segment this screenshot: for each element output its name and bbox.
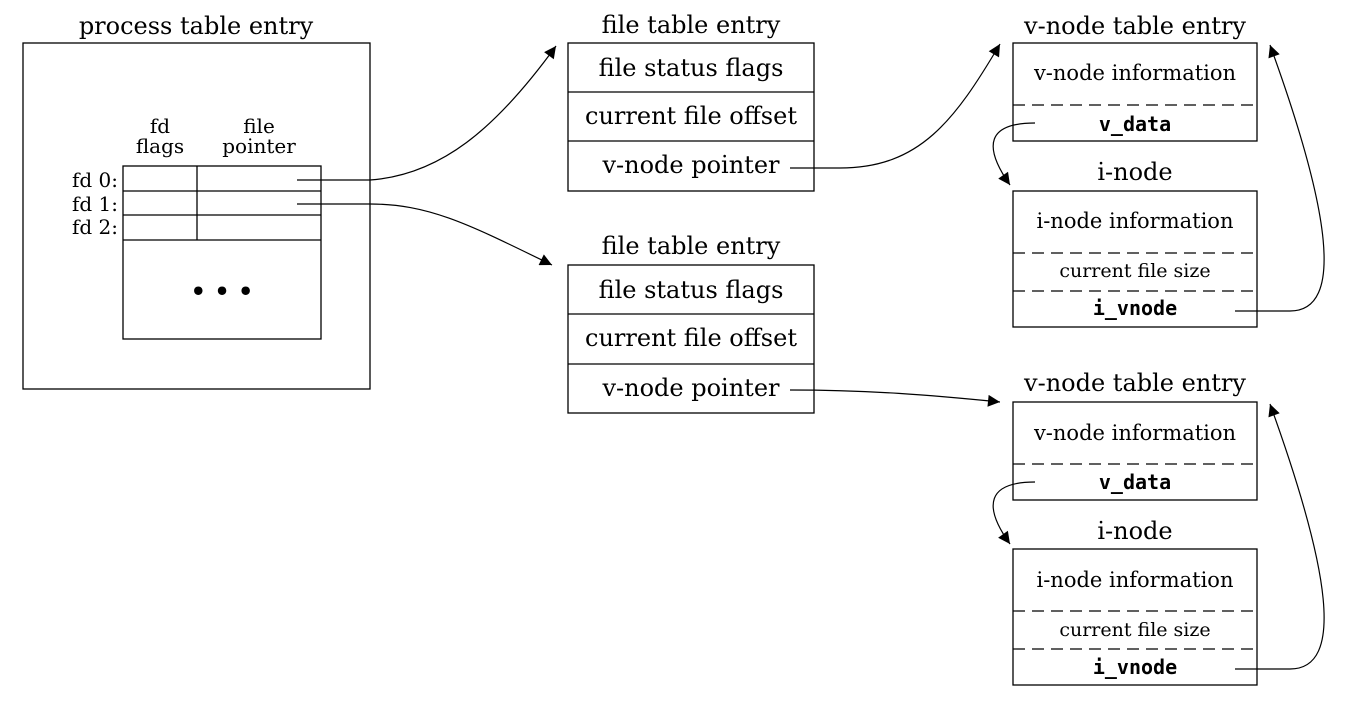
process-table-title: process table entry <box>79 12 314 40</box>
v-node-information: v-node information <box>1033 61 1236 85</box>
file-pointer-header-line1: file <box>243 114 275 138</box>
fd-flags-header-line1: fd <box>150 114 170 138</box>
i-vnode-field: i_vnode <box>1093 655 1177 679</box>
i-vnode-field: i_vnode <box>1093 296 1177 320</box>
fd-row-label: fd 2: <box>72 215 118 239</box>
i-node-box <box>1012 190 1258 328</box>
fd-row-label: fd 0: <box>72 168 118 192</box>
file-table-entry-1: file table entry file status flags curre… <box>567 11 815 192</box>
file-table-title: file table entry <box>602 11 781 39</box>
v-data-field: v_data <box>1099 470 1171 494</box>
fd-flags-header-line2: flags <box>136 134 184 158</box>
fd-table: fd 0: fd 1: fd 2: • • • <box>72 165 322 340</box>
ivnode-to-vnode-arrow <box>1235 403 1325 670</box>
i-node-information: i-node information <box>1037 209 1234 233</box>
file-pointer-header-line2: pointer <box>222 134 296 158</box>
i-node-2: i-node i-node information current file s… <box>1012 517 1258 686</box>
fd0-to-file-table-arrow <box>297 45 557 181</box>
process-table-entry: process table entry fd flags file pointe… <box>22 12 371 390</box>
fd-row-label: fd 1: <box>72 192 118 216</box>
more-entries-ellipsis: • • • <box>191 277 254 306</box>
v-node-box <box>1012 42 1258 142</box>
current-file-offset: current file offset <box>585 324 797 352</box>
file-table2-to-vnode-arrow <box>789 389 1001 407</box>
file-table1-to-vnode-arrow <box>790 43 1001 169</box>
ivnode-to-vnode-arrow <box>1235 44 1325 312</box>
i-node-title: i-node <box>1097 158 1172 186</box>
v-node-table-title: v-node table entry <box>1023 12 1246 40</box>
pointer-arrows <box>297 43 1325 670</box>
v-node-table-title: v-node table entry <box>1023 369 1246 397</box>
vdata-to-inode-arrow <box>992 122 1036 186</box>
v-node-pointer: v-node pointer <box>601 151 780 179</box>
file-status-flags: file status flags <box>599 276 784 304</box>
current-file-size: current file size <box>1059 260 1210 282</box>
current-file-offset: current file offset <box>585 102 797 130</box>
v-node-information: v-node information <box>1033 421 1236 445</box>
v-data-field: v_data <box>1099 112 1171 136</box>
i-node-information: i-node information <box>1037 568 1234 592</box>
file-table-title: file table entry <box>602 232 781 260</box>
v-node-pointer: v-node pointer <box>601 374 780 402</box>
current-file-size: current file size <box>1059 619 1210 641</box>
file-table-box <box>567 264 815 414</box>
file-status-flags: file status flags <box>599 54 784 82</box>
vdata-to-inode-arrow <box>992 481 1036 545</box>
file-table-box <box>567 42 815 192</box>
fd-table-box <box>122 165 322 340</box>
i-node-title: i-node <box>1097 517 1172 545</box>
fd1-to-file-table-arrow <box>297 203 553 266</box>
v-node-table-entry-1: v-node table entry v-node information v_… <box>1012 12 1258 142</box>
file-table-entry-2: file table entry file status flags curre… <box>567 232 815 414</box>
i-node-box <box>1012 548 1258 686</box>
i-node-1: i-node i-node information current file s… <box>1012 158 1258 328</box>
v-node-table-entry-2: v-node table entry v-node information v_… <box>1012 369 1258 501</box>
v-node-box <box>1012 401 1258 501</box>
